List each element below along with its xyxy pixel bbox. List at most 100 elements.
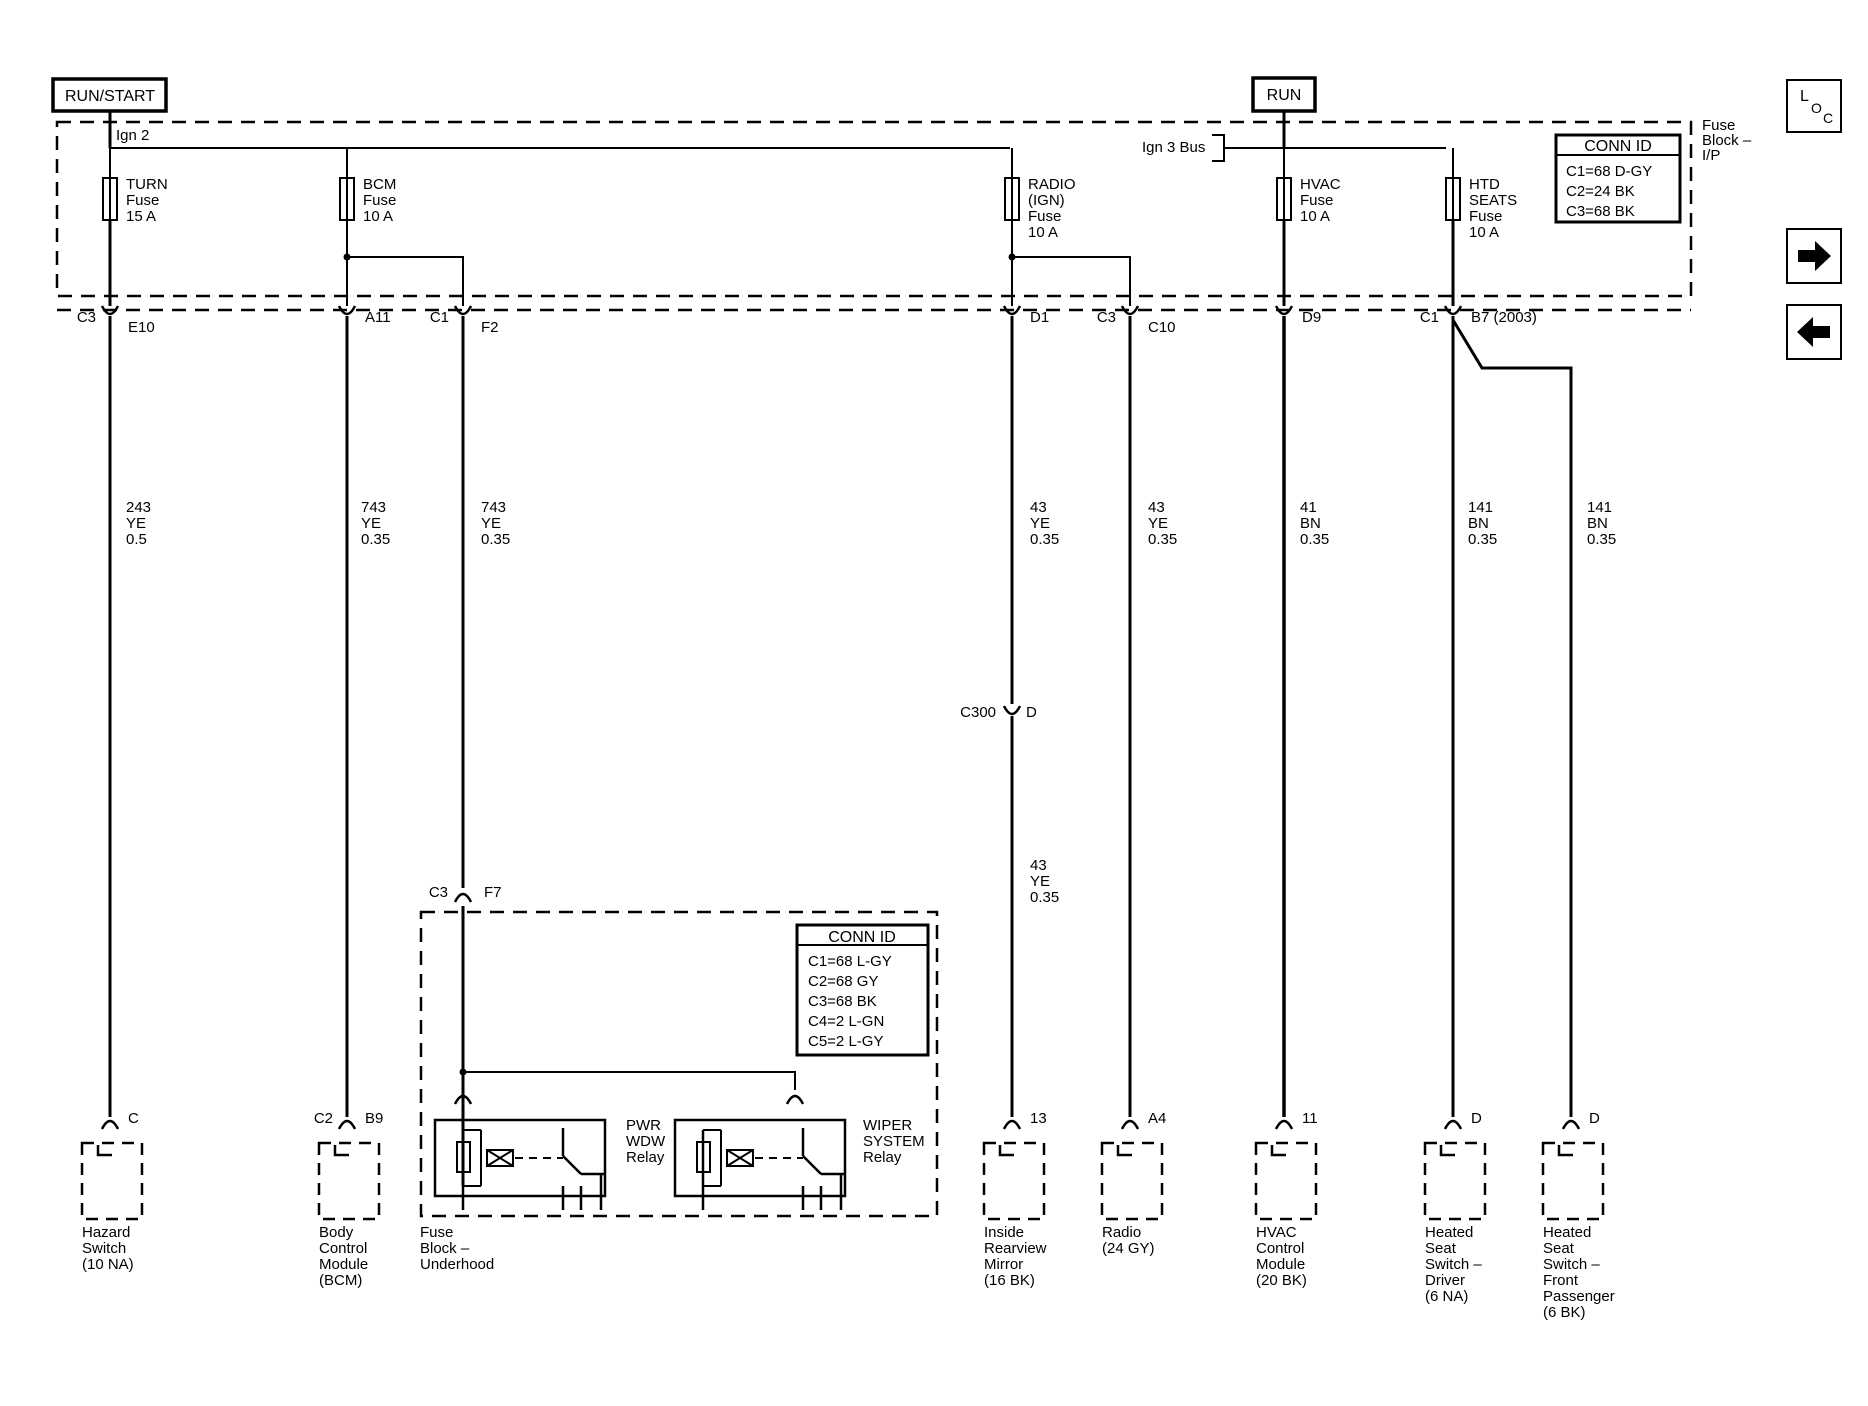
- connector-pin-0: E10: [128, 319, 155, 336]
- fuse-label-5: HVAC: [1300, 176, 1341, 193]
- loc-letter-2: O: [1811, 100, 1822, 116]
- radio-to-c10: [1012, 256, 1131, 306]
- conn-id-underhood-box: [795, 923, 930, 1057]
- dest-conn-1: C2: [314, 1110, 333, 1127]
- wire-label-6: BN: [1468, 515, 1489, 532]
- wire-label-1: YE: [361, 515, 381, 532]
- fuse-label-6: SEATS: [1469, 192, 1517, 209]
- component-label-5: Control: [1256, 1240, 1304, 1257]
- conn-id-underhood-line: C1=68 L-GY: [808, 953, 892, 970]
- wiper-relay-label: SYSTEM: [863, 1133, 925, 1150]
- component-label-6: Switch –: [1425, 1256, 1482, 1273]
- component-label-7: Passenger: [1543, 1288, 1615, 1305]
- component-label-1: (BCM): [319, 1272, 362, 1289]
- wire-label-7: 0.35: [1587, 531, 1616, 548]
- conn-id-ip-line: C1=68 D-GY: [1566, 163, 1652, 180]
- component-label-3: Rearview: [984, 1240, 1047, 1257]
- component-label-3: Mirror: [984, 1256, 1023, 1273]
- component-6: [1423, 1141, 1487, 1221]
- c300-label: C300: [960, 704, 996, 721]
- relay1-pin-connector: [453, 1094, 473, 1105]
- dest-connector-5: [1274, 1119, 1294, 1130]
- pwr-wdw-relay-label: WDW: [626, 1133, 666, 1150]
- conn-id-ip-line: C2=24 BK: [1566, 183, 1635, 200]
- pwr-wdw-relay-coil-x: [486, 1149, 514, 1167]
- conn-id-underhood-line: C3=68 BK: [808, 993, 877, 1010]
- component-5-lead: [1270, 1145, 1286, 1157]
- connector-id-6: C1: [1420, 309, 1439, 326]
- wiper-system-relay-body: [673, 1118, 847, 1198]
- connector-pin-3: D1: [1030, 309, 1049, 326]
- component-label-7: Switch –: [1543, 1256, 1600, 1273]
- loc-letter-3: C: [1823, 110, 1833, 126]
- location-button[interactable]: L O C: [1786, 79, 1842, 133]
- pwr-wdw-relay-coil: [486, 1149, 514, 1167]
- connector-id-0: C3: [77, 309, 96, 326]
- component-label-7: (6 BK): [1543, 1304, 1586, 1321]
- wire-label-2: 0.35: [481, 531, 510, 548]
- component-label-5: Module: [1256, 1256, 1305, 1273]
- component-label-7: Heated: [1543, 1224, 1591, 1241]
- fuse-block-connector-4: [1120, 305, 1140, 316]
- ign-3-bus-bracket: [1212, 134, 1225, 162]
- wire-label-3: 0.35: [1030, 531, 1059, 548]
- component-7: [1541, 1141, 1605, 1221]
- component-1-lead: [333, 1145, 349, 1157]
- component-label-7: Front: [1543, 1272, 1579, 1289]
- wire-label-5: 41: [1300, 499, 1317, 516]
- wiper-system-relay-coil: [726, 1149, 754, 1167]
- component-label-6: Seat: [1425, 1240, 1457, 1257]
- component-label-1: Module: [319, 1256, 368, 1273]
- fuse-label-3: RADIO: [1028, 176, 1076, 193]
- component-label-6: (6 NA): [1425, 1288, 1468, 1305]
- conn-id-ip-box: [1554, 133, 1682, 224]
- dest-connector-7: [1561, 1119, 1581, 1130]
- component-0-lead: [96, 1145, 112, 1157]
- wiper-system-relay-contact-arm: [802, 1155, 822, 1175]
- fuse-block-connector-0: [100, 305, 120, 316]
- component-label-5: (20 BK): [1256, 1272, 1307, 1289]
- underhood-label: Fuse: [420, 1224, 453, 1241]
- dest-pin-0: C: [128, 1110, 139, 1127]
- run-label: RUN: [1267, 87, 1302, 104]
- connector-pin-4: C10: [1148, 319, 1176, 336]
- wire-label-2: 743: [481, 499, 506, 516]
- component-5: [1254, 1141, 1318, 1221]
- wiper-relay-label: WIPER: [863, 1117, 912, 1134]
- wire-label-6: 0.35: [1468, 531, 1497, 548]
- component-3-lead: [998, 1145, 1014, 1157]
- wiper-system-relay-coil-x: [726, 1149, 754, 1167]
- component-label-3: (16 BK): [984, 1272, 1035, 1289]
- component-label-6: Driver: [1425, 1272, 1465, 1289]
- fuse-block-connector-6: [1443, 305, 1463, 316]
- underhood-fuse-block-outline: [419, 910, 939, 1218]
- connector-pin-1: A11: [365, 309, 391, 326]
- wire-label-7: BN: [1587, 515, 1608, 532]
- fuse-block-connector-1: [337, 305, 357, 316]
- fuse-label-0: 15 A: [126, 208, 156, 225]
- arrow-left-icon: [1797, 317, 1830, 347]
- component-label-5: HVAC: [1256, 1224, 1297, 1241]
- underhood-entry-connector: [453, 892, 473, 903]
- dest-connector-3: [1002, 1119, 1022, 1130]
- previous-page-button[interactable]: [1786, 304, 1842, 360]
- arrow-right-icon: [1798, 241, 1831, 271]
- wire-141-passenger: [1451, 319, 1573, 1117]
- component-label-4: Radio: [1102, 1224, 1141, 1241]
- fuse-label-0: TURN: [126, 176, 168, 193]
- c300-wire-label: YE: [1030, 873, 1050, 890]
- dest-pin-5: 11: [1302, 1110, 1318, 1127]
- wire-label-2: YE: [481, 515, 501, 532]
- component-label-1: Control: [319, 1240, 367, 1257]
- fuse-label-6: Fuse: [1469, 208, 1502, 225]
- dest-connector-1: [337, 1119, 357, 1130]
- wire-label-1: 0.35: [361, 531, 390, 548]
- fuse-block-ip-title: Block –: [1702, 132, 1752, 149]
- fuse-block-connector-3: [1002, 305, 1022, 316]
- component-6-lead: [1439, 1145, 1455, 1157]
- fuse-label-5: 10 A: [1300, 208, 1330, 225]
- conn-id-ip-title: CONN ID: [1584, 138, 1652, 155]
- next-page-button[interactable]: [1786, 228, 1842, 284]
- wire-label-6: 141: [1468, 499, 1493, 516]
- connector-id-2: C1: [430, 309, 449, 326]
